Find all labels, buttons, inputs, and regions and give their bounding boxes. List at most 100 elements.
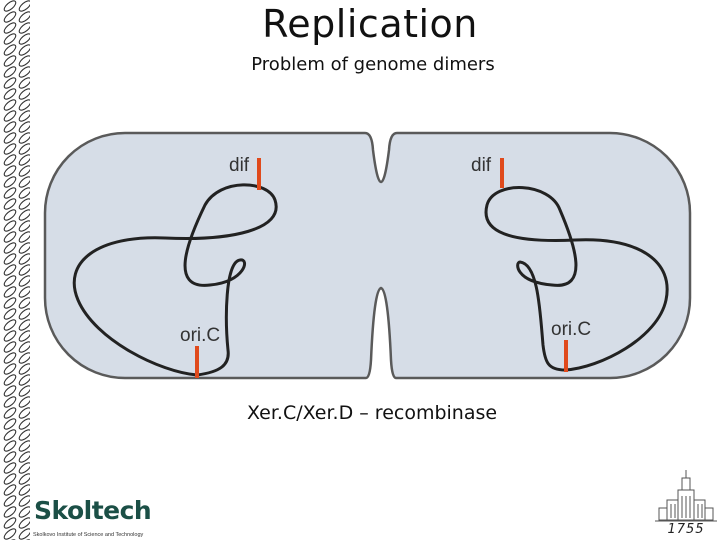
- chain-link: [3, 22, 17, 34]
- chain-link: [3, 187, 17, 199]
- university-building-icon: [655, 470, 717, 522]
- slide-subtitle: Problem of genome dimers: [251, 54, 495, 75]
- chain-link: [18, 418, 30, 430]
- chain-link: [18, 264, 30, 276]
- chain-link: [18, 33, 30, 45]
- chain-link: [18, 429, 30, 441]
- chain-link: [3, 154, 17, 166]
- skoltech-logo: Skoltech Skolkovo Institute of Science a…: [30, 496, 152, 540]
- chain-link: [3, 66, 17, 78]
- chain-link: [3, 319, 17, 331]
- chain-link: [3, 220, 17, 232]
- chain-link: [18, 319, 30, 331]
- chain-link: [3, 407, 17, 419]
- msu-emblem: 1755: [655, 468, 717, 540]
- dif-label-left: dif: [229, 155, 250, 176]
- oric-label-left: ori.C: [180, 325, 220, 346]
- chain-link: [18, 154, 30, 166]
- chain-link: [18, 495, 30, 507]
- chain-link: [18, 308, 30, 320]
- chain-link: [3, 198, 17, 210]
- chain-link: [3, 308, 17, 320]
- slide-title: Replication: [262, 2, 478, 46]
- chain-link: [18, 385, 30, 397]
- chromosome-loop-left: [72, 183, 278, 377]
- chain-link: [18, 407, 30, 419]
- chain-link: [3, 275, 17, 287]
- chain-link: [18, 44, 30, 56]
- chain-link: [3, 385, 17, 397]
- chain-link: [3, 77, 17, 89]
- chain-link: [3, 264, 17, 276]
- chain-link: [3, 55, 17, 67]
- chain-link: [18, 165, 30, 177]
- chain-link: [3, 242, 17, 254]
- emblem-year: 1755: [667, 522, 705, 537]
- chain-link: [18, 462, 30, 474]
- chain-link: [18, 363, 30, 375]
- chain-link: [3, 352, 17, 364]
- chain-link: [3, 143, 17, 155]
- logo-subtext: Skolkovo Institute of Science and Techno…: [33, 532, 144, 538]
- chain-link: [18, 209, 30, 221]
- chain-link: [3, 132, 17, 144]
- chain-link: [18, 220, 30, 232]
- chain-link: [3, 451, 17, 463]
- chain-link: [18, 451, 30, 463]
- chain-link: [18, 176, 30, 188]
- chain-link: [18, 77, 30, 89]
- chain-link: [3, 121, 17, 133]
- chain-link: [18, 99, 30, 111]
- chain-link: [3, 88, 17, 100]
- chain-link: [18, 297, 30, 309]
- chain-link: [18, 11, 30, 23]
- decorative-chain-border: [3, 0, 30, 540]
- oric-label-right: ori.C: [551, 319, 591, 340]
- chain-link: [3, 473, 17, 485]
- chain-link: [3, 11, 17, 23]
- chain-link: [3, 330, 17, 342]
- chain-link: [18, 187, 30, 199]
- chain-link: [18, 396, 30, 408]
- chain-link: [18, 66, 30, 78]
- chain-link: [3, 0, 17, 12]
- chain-link: [3, 253, 17, 265]
- chain-link: [3, 374, 17, 386]
- chain-link: [18, 88, 30, 100]
- chain-link: [3, 363, 17, 375]
- chain-link: [18, 253, 30, 265]
- chain-link: [3, 297, 17, 309]
- chain-link: [3, 286, 17, 298]
- chain-link: [3, 165, 17, 177]
- chain-link: [3, 528, 17, 540]
- chain-link: [18, 132, 30, 144]
- chain-link: [18, 275, 30, 287]
- recombinase-caption: Xer.C/Xer.D – recombinase: [247, 402, 498, 424]
- chain-link: [18, 506, 30, 518]
- chain-link: [3, 33, 17, 45]
- chain-link: [18, 352, 30, 364]
- chain-link: [3, 44, 17, 56]
- chain-link: [3, 418, 17, 430]
- chain-link: [18, 121, 30, 133]
- chain-link: [18, 231, 30, 243]
- chain-link: [3, 517, 17, 529]
- chain-link: [3, 99, 17, 111]
- chain-link: [18, 198, 30, 210]
- chain-link: [18, 143, 30, 155]
- chain-link: [18, 330, 30, 342]
- chain-link: [3, 396, 17, 408]
- dif-label-right: dif: [471, 155, 492, 176]
- chain-link: [3, 440, 17, 452]
- chain-link: [3, 209, 17, 221]
- chain-link: [18, 374, 30, 386]
- chain-link: [18, 110, 30, 122]
- chain-link: [3, 176, 17, 188]
- chain-link: [18, 22, 30, 34]
- chain-link: [18, 341, 30, 353]
- chain-link: [3, 462, 17, 474]
- chain-link: [3, 231, 17, 243]
- chain-link: [18, 484, 30, 496]
- chain-link: [18, 55, 30, 67]
